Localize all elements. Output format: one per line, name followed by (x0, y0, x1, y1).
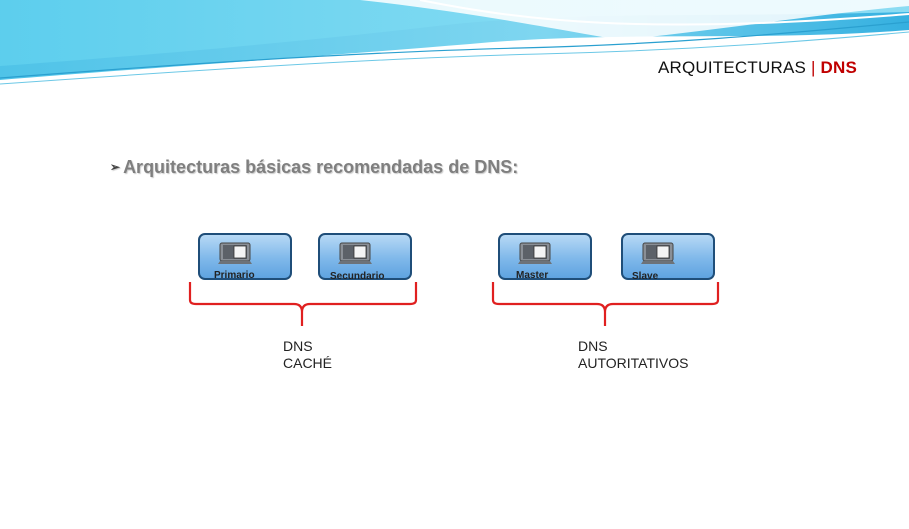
node-master: Master (498, 233, 592, 281)
arrow-bullet-icon: ➢ (110, 160, 121, 174)
node-secundario: Secundario (318, 233, 412, 282)
node-label: Secundario (330, 271, 385, 282)
node-label: Slave (632, 271, 659, 282)
server-computer-icon (338, 242, 372, 264)
group-label-autoritativos: DNS AUTORITATIVOS (578, 338, 688, 372)
page-title-accent: DNS (815, 58, 857, 77)
page-title: ARQUITECTURAS | DNS (658, 58, 857, 78)
server-computer-icon (641, 242, 675, 264)
page-title-main: ARQUITECTURAS (657, 58, 811, 77)
group-label-line: DNS (283, 338, 313, 354)
group-label-line: AUTORITATIVOS (578, 355, 689, 371)
group-label-line: DNS (578, 338, 608, 354)
server-computer-icon (518, 242, 552, 264)
brace-cache (188, 282, 418, 326)
page-title-separator: | (810, 58, 816, 77)
node-slave: Slave (621, 233, 715, 282)
group-label-line: CACHÉ (283, 355, 333, 371)
bullet-heading-text: Arquitecturas básicas recomendadas de DN… (123, 157, 519, 177)
header-wave-decoration (0, 0, 909, 85)
brace-autoritativos (491, 282, 720, 326)
bullet-heading: ➢Arquitecturas básicas recomendadas de D… (110, 157, 518, 178)
node-label: Primario (214, 270, 255, 281)
node-label: Master (516, 270, 549, 281)
node-primario: Primario (198, 233, 292, 281)
server-computer-icon (218, 242, 252, 264)
group-label-cache: DNS CACHÉ (283, 338, 332, 372)
